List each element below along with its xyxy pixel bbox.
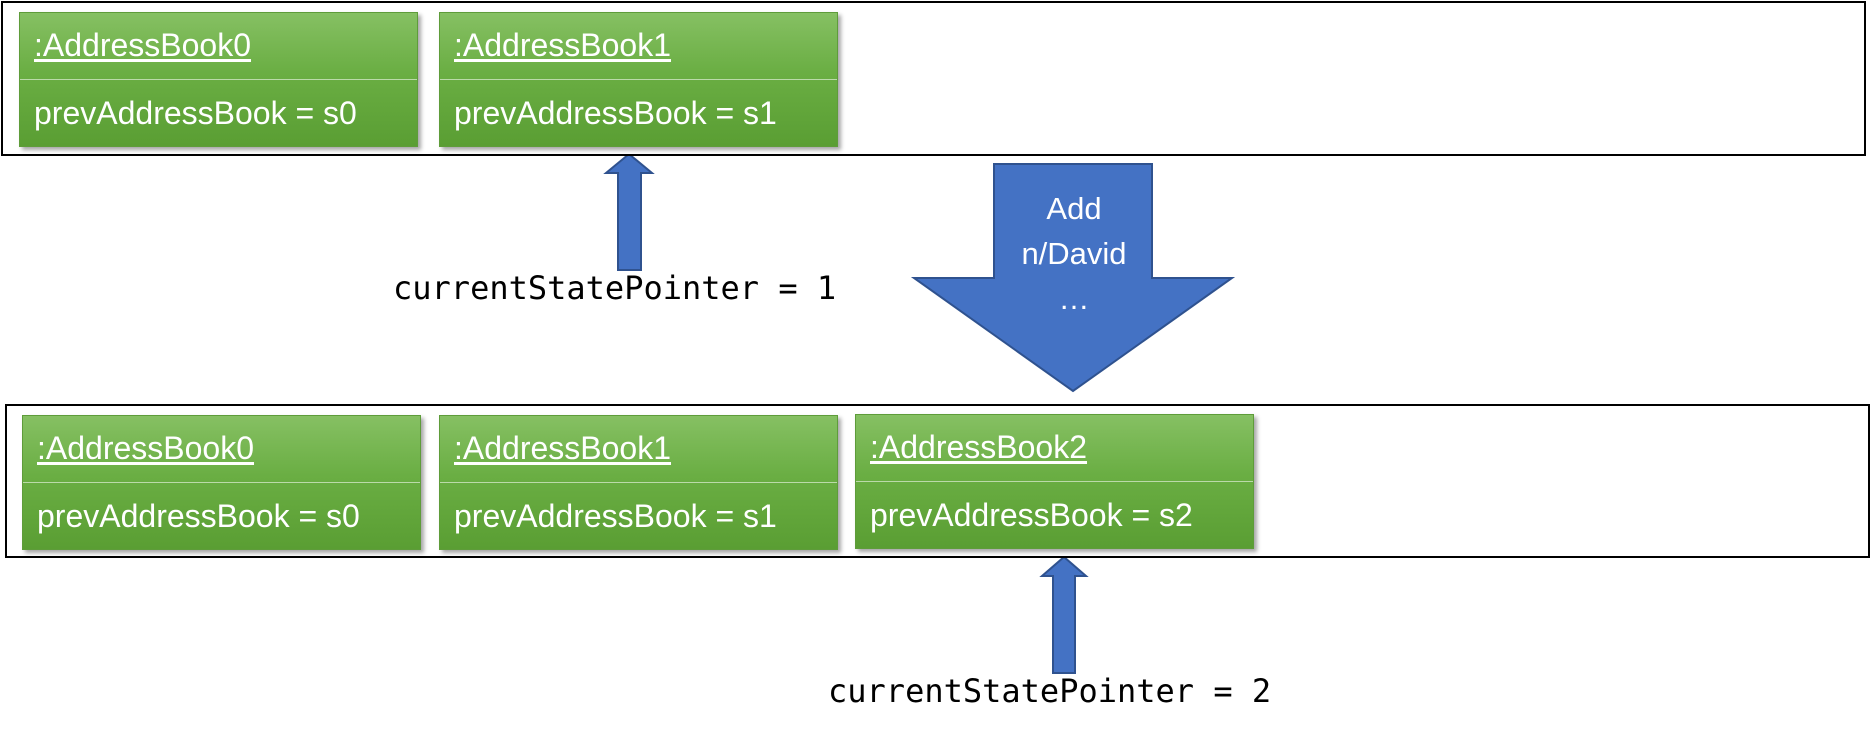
object-attribute: prevAddressBook = s1 (454, 95, 777, 131)
object-divider (23, 482, 420, 483)
pointer-arrow-after (1039, 555, 1089, 674)
command-line: n/David (1021, 236, 1127, 271)
current-state-pointer-label: currentStatePointer = 1 (393, 269, 837, 307)
address-book-object: :AddressBook0 prevAddressBook = s0 (22, 415, 421, 550)
address-book-object: :AddressBook0 prevAddressBook = s0 (19, 12, 418, 147)
command-arrow (910, 163, 1236, 393)
object-name: :AddressBook1 (454, 27, 672, 63)
object-name: :AddressBook2 (870, 429, 1088, 465)
object-divider (856, 481, 1253, 482)
object-attribute: prevAddressBook = s0 (34, 95, 357, 131)
object-attribute: prevAddressBook = s1 (454, 498, 777, 534)
address-book-object: :AddressBook1 prevAddressBook = s1 (439, 12, 838, 147)
object-attribute: prevAddressBook = s2 (870, 497, 1193, 533)
object-name: :AddressBook0 (34, 27, 252, 63)
current-state-pointer-label: currentStatePointer = 2 (828, 672, 1272, 710)
object-divider (20, 79, 417, 80)
command-line: Add (1046, 191, 1102, 226)
pointer-arrow-before (603, 152, 655, 271)
address-book-object: :AddressBook2 prevAddressBook = s2 (855, 414, 1254, 549)
object-divider (440, 79, 837, 80)
object-divider (440, 482, 837, 483)
object-attribute: prevAddressBook = s0 (37, 498, 360, 534)
object-name: :AddressBook1 (454, 430, 672, 466)
object-name: :AddressBook0 (37, 430, 255, 466)
command-label: Add n/David … (964, 186, 1184, 321)
command-line: … (1058, 281, 1090, 316)
state-list-before: :AddressBook0 prevAddressBook = s0 :Addr… (1, 1, 1866, 156)
state-list-after: :AddressBook0 prevAddressBook = s0 :Addr… (5, 404, 1870, 558)
address-book-object: :AddressBook1 prevAddressBook = s1 (439, 415, 838, 550)
